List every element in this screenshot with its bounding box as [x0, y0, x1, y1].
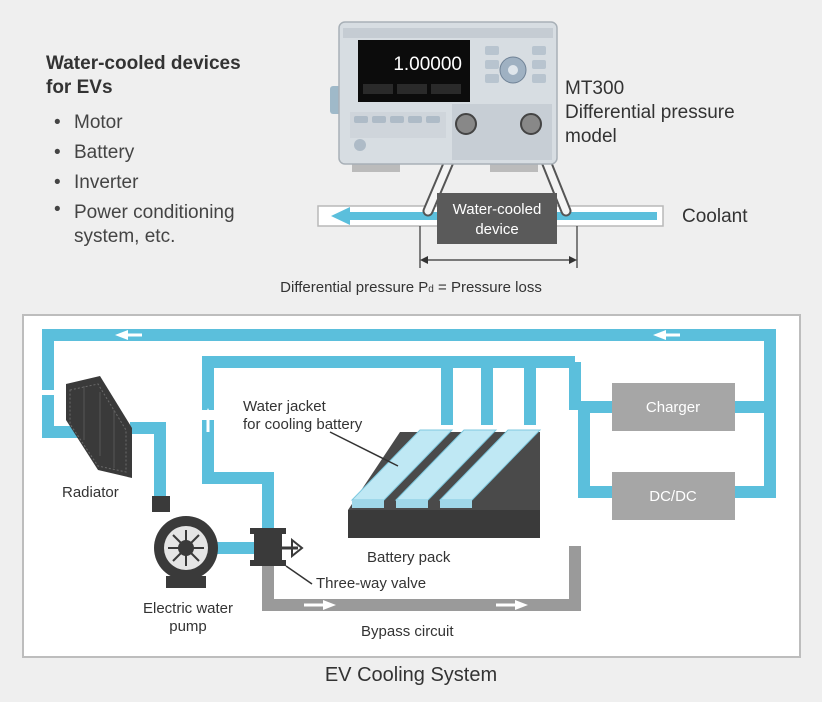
three-way-valve-label: Three-way valve: [316, 575, 427, 592]
devices-list: Motor Battery Inverter Power conditionin…: [54, 108, 235, 249]
charger-label: Charger: [646, 399, 700, 416]
devices-title-line1: Water-cooled devices: [46, 53, 241, 74]
arrow-up-icon: [203, 408, 213, 420]
bypass-label: Bypass circuit: [361, 623, 454, 640]
radiator: [66, 376, 132, 478]
water-jacket-line1: Water jacket: [243, 398, 326, 415]
coolant-label: Coolant: [682, 206, 748, 227]
mt300-instrument: [330, 21, 558, 172]
coolant-loop: [42, 329, 776, 554]
devices-title: Water-cooled devices for EVs: [46, 52, 241, 100]
water-cooled-device-box: [437, 193, 557, 244]
instrument-label: MT300 Differential pressure model: [565, 77, 735, 149]
differential-pressure-caption: Differential pressure Pd = Pressure loss: [0, 279, 822, 296]
device-label-line2: device: [475, 221, 518, 238]
instrument-label-line1: MT300: [565, 78, 625, 99]
display-value: 1.00000: [393, 54, 462, 75]
device-label-line1: Water-cooled: [453, 201, 542, 218]
pressure-diagram: 1.00000 Water-cooled device: [317, 21, 664, 268]
list-item: Battery: [54, 138, 235, 168]
list-item: Inverter: [54, 168, 235, 198]
pump-label-line1: Electric water: [142, 600, 234, 617]
radiator-label: Radiator: [62, 484, 119, 501]
list-item: Power conditioning system, etc.: [54, 198, 235, 249]
instrument-label-line3: model: [565, 126, 617, 147]
arrow-right-icon: [323, 600, 336, 610]
diagram-title: EV Cooling System: [324, 664, 498, 686]
bypass-pipe: [262, 546, 581, 611]
instrument-label-line2: Differential pressure: [565, 102, 735, 123]
battery-pack: [348, 429, 542, 538]
dcdc-box: [612, 472, 735, 520]
pump-label-line2: pump: [169, 618, 207, 635]
caption-suffix: = Pressure loss: [433, 279, 542, 296]
water-jacket-line2: for cooling battery: [243, 416, 363, 433]
list-item: Motor: [54, 108, 235, 138]
list-item-line1: Power conditioning: [74, 202, 235, 223]
devices-title-line2: for EVs: [46, 77, 113, 98]
flow-arrow-icon: [331, 207, 350, 225]
arrow-right-icon: [515, 600, 528, 610]
valve-leader-line: [285, 565, 313, 585]
water-jacket-label: Water jacket for cooling battery: [243, 398, 362, 434]
dcdc-label: DC/DC: [649, 488, 697, 505]
pump-label: Electric water pump: [128, 600, 248, 636]
list-item-line2: system, etc.: [74, 226, 176, 247]
jacket-leader-line: [329, 431, 399, 467]
charger-box: [612, 383, 735, 431]
dimension-line: [419, 226, 578, 268]
port-icon: [520, 113, 542, 135]
three-way-valve: [250, 528, 304, 566]
arrow-left-icon: [653, 330, 666, 340]
flow-arrows: [115, 330, 680, 610]
caption-subscript: d: [428, 284, 434, 295]
battery-pack-label: Battery pack: [367, 549, 451, 566]
arrow-left-icon: [115, 330, 128, 340]
port-icon: [455, 113, 477, 135]
electric-water-pump: [152, 496, 218, 588]
caption-prefix: Differential pressure P: [280, 279, 429, 296]
